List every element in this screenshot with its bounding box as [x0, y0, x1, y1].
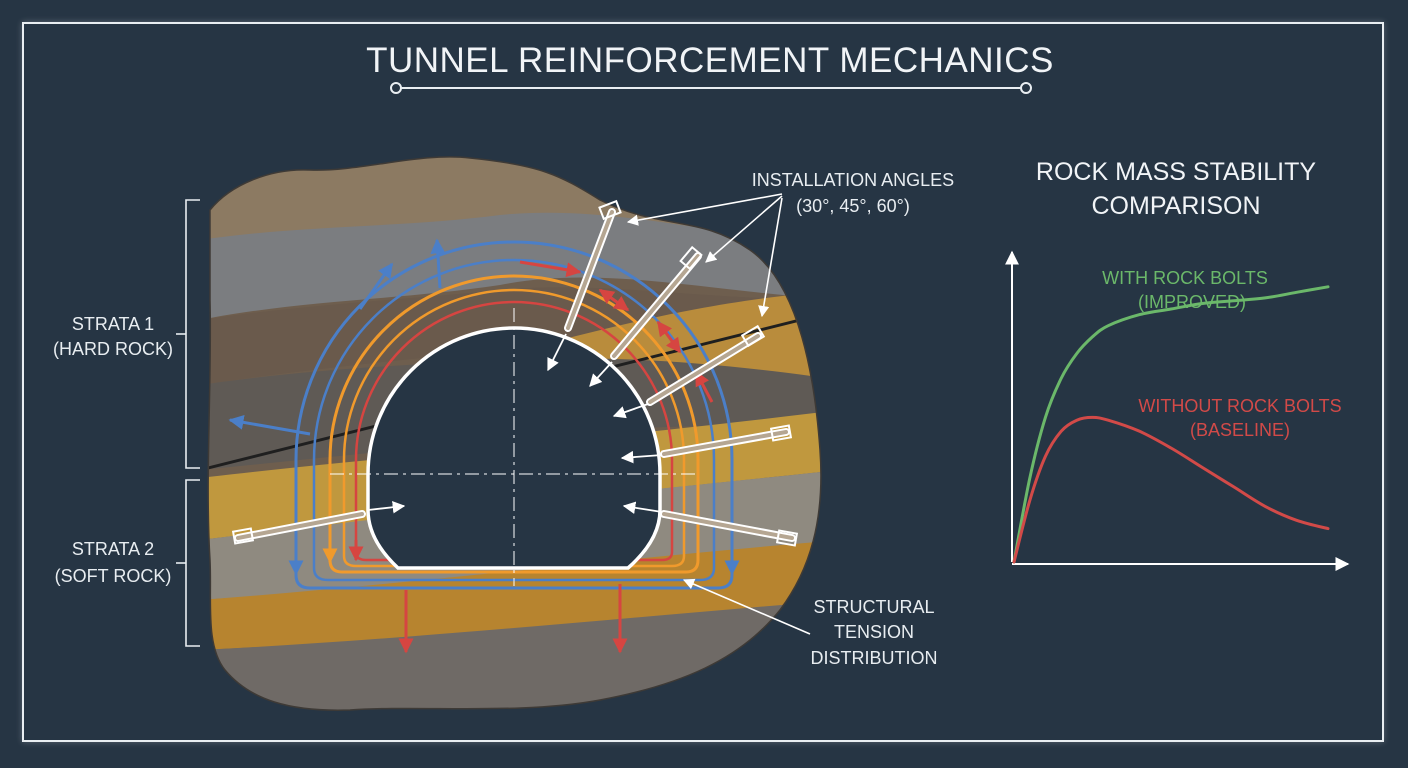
blue-stress-arrow: [228, 414, 311, 436]
red-stress-arrow: [519, 260, 582, 278]
red-stress-arrow: [656, 320, 682, 354]
tension-ring-orange: [328, 274, 700, 574]
strata-brackets: [176, 199, 200, 647]
rock-bolt: [612, 324, 766, 419]
page-title: TUNNEL REINFORCEMENT MECHANICS: [366, 41, 1054, 80]
title-underline-left-dot: [390, 82, 402, 94]
series-line-without-bolts: [1012, 415, 1330, 564]
blue-stress-arrow: [430, 238, 446, 289]
rock-bolt: [620, 424, 793, 464]
installation-angles-values: (30°, 45°, 60°): [796, 196, 910, 216]
tension-label-line2: TENSION: [834, 622, 914, 642]
blue-stress-arrow: [358, 262, 394, 310]
strata-1-label: STRATA 1: [72, 314, 154, 334]
tension-ring-red: [354, 300, 674, 562]
installation-callout-arrows: [626, 193, 783, 318]
callout-arrow: [758, 197, 783, 318]
series-sublabel-baseline: (BASELINE): [1190, 420, 1290, 440]
tension-label-line3: DISTRIBUTION: [810, 648, 937, 668]
tension-callout-arrow: [682, 578, 811, 635]
tension-ring-orange-inner: [342, 288, 686, 568]
strata-2-label: STRATA 2: [72, 539, 154, 559]
rock-layer: [208, 212, 821, 320]
red-stress-arrow: [694, 370, 714, 403]
strata-2-bracket: [185, 479, 200, 647]
title-underline-right-dot: [1020, 82, 1032, 94]
chart-title-line1: ROCK MASS STABILITY: [1036, 158, 1316, 186]
series-line-with-bolts: [1012, 285, 1330, 564]
diagram-frame: [22, 22, 1384, 742]
rock-outline: [207, 156, 822, 711]
series-label-baseline: WITHOUT ROCK BOLTS: [1138, 396, 1341, 416]
rock-bolt: [589, 245, 703, 387]
callout-arrow: [626, 193, 783, 226]
stress-arrows: [228, 238, 740, 654]
series-label-improved: WITH ROCK BOLTS: [1102, 268, 1268, 288]
series-sublabel-improved: (IMPROVED): [1138, 292, 1246, 312]
stability-chart: ROCK MASS STABILITY COMPARISON WITH ROCK…: [1005, 158, 1350, 571]
rock-layer: [208, 540, 821, 650]
tension-label-line1: STRUCTURAL: [813, 597, 934, 617]
callout-arrow: [705, 195, 783, 263]
rock-bolt: [231, 500, 406, 545]
strata-2-sublabel: (SOFT ROCK): [55, 566, 172, 586]
rock-bolts: [231, 199, 799, 547]
chart-series-layer: [1012, 285, 1330, 564]
strata-1-sublabel: (HARD ROCK): [53, 339, 173, 359]
installation-angles-label: INSTALLATION ANGLES: [752, 170, 954, 190]
chart-title-line2: COMPARISON: [1092, 192, 1261, 220]
rock-bolt: [547, 199, 622, 372]
strata-1-bracket: [185, 199, 200, 469]
rock-bolt: [622, 501, 799, 547]
red-stress-arrow: [598, 288, 630, 312]
tension-ring-blue-outer: [294, 240, 734, 590]
